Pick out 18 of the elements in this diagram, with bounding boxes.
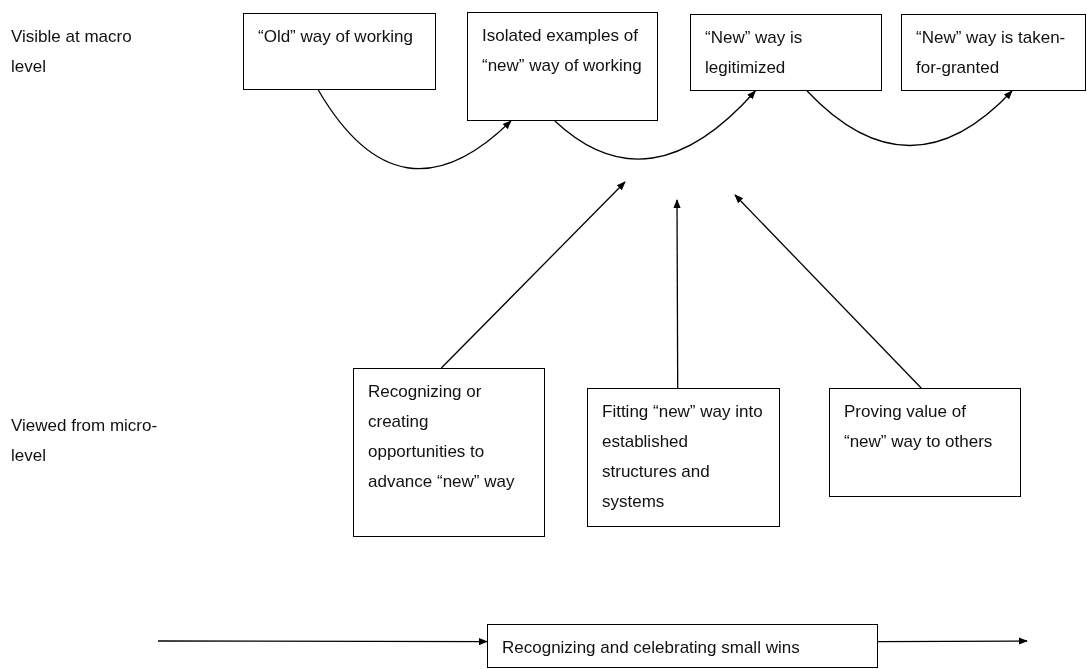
arrow [734, 194, 922, 389]
level-label: Viewed from micro-level [11, 415, 159, 467]
text-box: Isolated examples of “new” way of working [467, 12, 658, 121]
curved-arrow [317, 89, 512, 170]
arrow [877, 637, 1028, 645]
arrow [673, 199, 681, 389]
text-box: Recognizing or creating opportunities to advance “new” way [353, 368, 545, 537]
arrow [157, 638, 488, 646]
level-label: Visible at macro level [11, 26, 133, 78]
text-box: “New” way is taken-for-granted [901, 14, 1086, 91]
curved-arrow [554, 90, 756, 160]
text-box: “Old” way of working [243, 13, 436, 90]
text-box: “New” way is legitimized [690, 14, 882, 91]
text-box: Proving value of “new” way to others [829, 388, 1021, 497]
curved-arrow [806, 90, 1013, 147]
text-box: Recognizing and celebrating small wins [487, 624, 878, 668]
text-box: Fitting “new” way into established structures and systems [587, 388, 780, 527]
arrow [440, 181, 626, 369]
